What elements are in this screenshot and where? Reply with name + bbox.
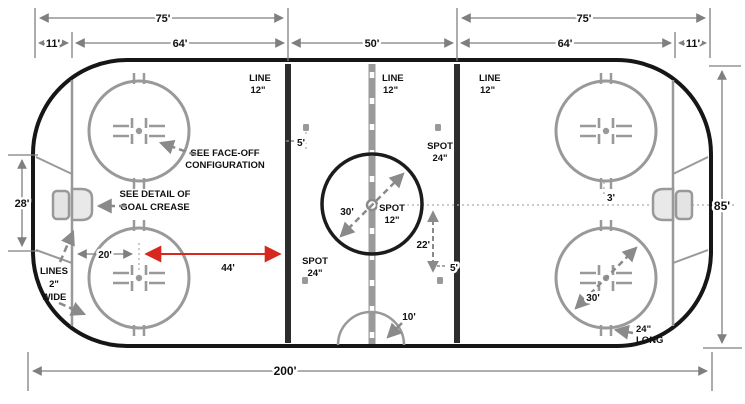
- crease-note-l1: SEE DETAIL OF: [120, 189, 191, 200]
- dim-28-label: 28': [15, 198, 30, 210]
- dim-10-label: 10': [402, 312, 416, 323]
- crease-note-l2: GOAL CREASE: [120, 202, 190, 213]
- long-24-l1: 24": [636, 324, 651, 335]
- line-12-right-l2: 12": [480, 85, 495, 96]
- goal-right: [651, 187, 694, 222]
- line-12-label-left: LINE 12": [249, 73, 271, 96]
- goal-crease-left: [70, 187, 94, 222]
- line-12-label-center: LINE 12": [382, 73, 404, 96]
- dim-3-label: 3': [607, 193, 615, 204]
- goal-net-left: [51, 189, 71, 221]
- dim-50-label: 50': [365, 38, 380, 50]
- dim-75-right-label: 75': [577, 13, 592, 25]
- faceoff-note-l1: SEE FACE-OFF: [190, 148, 259, 159]
- line-12-center-l2: 12": [383, 85, 398, 96]
- dim-5-right-label: 5': [450, 263, 458, 274]
- spot-24-bottom-l2: 24": [307, 268, 322, 279]
- dim-11-left-label: 11': [46, 38, 61, 50]
- line-12-center-l1: LINE: [382, 73, 404, 84]
- spot-12-l1: SPOT: [379, 203, 405, 214]
- faceoff-circle-bottom-left: [87, 218, 191, 338]
- dim-arrow-30-right: [574, 246, 638, 310]
- dim-11-right-label: 11': [686, 38, 701, 50]
- dim-30-center-label: 30': [340, 207, 354, 218]
- lines-note-arrow-down: [58, 301, 87, 316]
- faceoff-circle-top-left: [87, 71, 191, 191]
- faceoff-circle-top-right: [554, 71, 658, 191]
- neutral-spot-bottom-right: [437, 277, 443, 284]
- hash-length-arrow: [613, 324, 634, 340]
- neutral-spot-top-right: [435, 124, 441, 131]
- faceoff-note-l2: CONFIGURATION: [185, 160, 265, 171]
- lines-note-arrow-up: [58, 229, 75, 263]
- hash-length-note: 24" LONG: [613, 324, 663, 346]
- center-circle: [320, 152, 424, 256]
- goal-crease-right: [651, 187, 675, 222]
- blue-line-right: [454, 64, 460, 343]
- line-12-label-right: LINE 12": [479, 73, 501, 96]
- dim-75-left-label: 75': [156, 13, 171, 25]
- spot-12-l2: 12": [384, 215, 399, 226]
- long-24-l2: LONG: [636, 335, 663, 346]
- neutral-spot-bottom-left: [302, 277, 308, 284]
- spot-12-label: SPOT 12": [377, 201, 408, 229]
- dim-44-label: 44': [221, 263, 235, 274]
- spot-24-label-bottom: SPOT 24": [302, 256, 328, 279]
- lines-note-l1: LINES: [40, 266, 68, 277]
- top-extension-ticks: [34, 8, 711, 61]
- spot-24-bottom-l1: SPOT: [302, 256, 328, 267]
- dim-arrow-30-center: [339, 172, 405, 238]
- referee-crease-arrow: [386, 322, 403, 339]
- dim-20-label: 20': [98, 250, 112, 261]
- line-12-right-l1: LINE: [479, 73, 501, 84]
- lines-note-l3: WIDE: [42, 292, 67, 303]
- dim-22-label: 22': [416, 240, 430, 251]
- goal-crease-note: SEE DETAIL OF GOAL CREASE: [96, 189, 191, 214]
- faceoff-note-arrow: [158, 140, 197, 157]
- corner-tangent-lines: [35, 156, 709, 264]
- spot-24-label-top: SPOT 24": [427, 141, 453, 164]
- lines-width-note: LINES 2" WIDE: [40, 229, 87, 316]
- line-12-left-l2: 12": [250, 85, 265, 96]
- lines-note-l2: 2": [49, 279, 59, 290]
- dim-200-label: 200': [274, 364, 297, 378]
- rink-boards: [31, 58, 713, 348]
- dim-64-right-label: 64': [558, 38, 573, 50]
- dim-85-label: 85': [714, 199, 730, 213]
- faceoff-circle-bottom-right: [554, 218, 658, 338]
- dim-30-right-label: 30': [586, 293, 600, 304]
- faceoff-configuration-note: SEE FACE-OFF CONFIGURATION: [158, 140, 265, 171]
- corner-radius-ticks: [8, 154, 38, 252]
- dim-64-left-label: 64': [173, 38, 188, 50]
- goal-left: [51, 187, 94, 222]
- neutral-spot-top-left: [303, 124, 309, 131]
- rink-length-ticks: [27, 352, 713, 391]
- spot-24-top-l2: 24": [432, 153, 447, 164]
- goal-net-right: [674, 189, 694, 221]
- dim-5-left-label: 5': [297, 138, 305, 149]
- line-12-left-l1: LINE: [249, 73, 271, 84]
- rink-width-ticks: [703, 65, 742, 349]
- blue-line-left: [285, 64, 291, 343]
- spot-24-top-l1: SPOT: [427, 141, 453, 152]
